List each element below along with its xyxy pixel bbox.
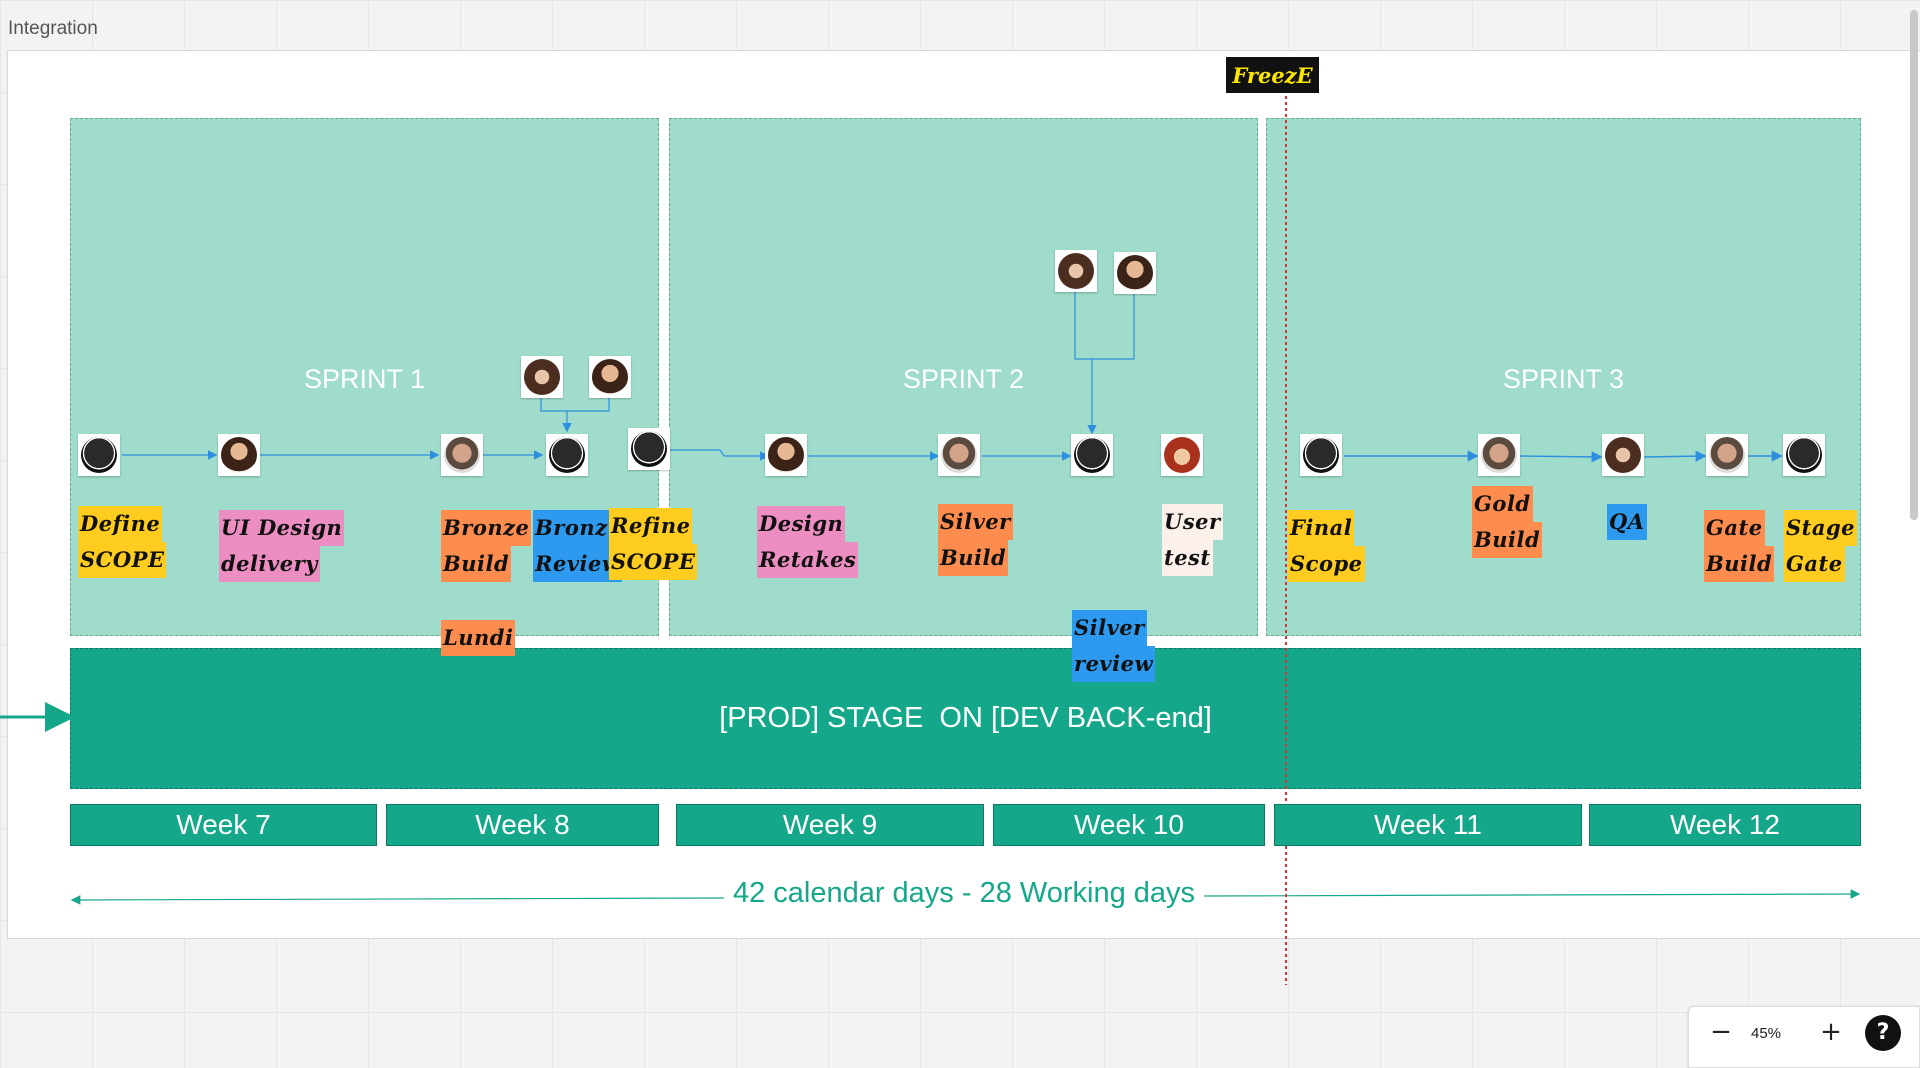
sticky-bronze-review[interactable]: Bronz Review — [533, 510, 623, 582]
sticky-text: Define — [78, 506, 163, 542]
sticky-text: Review — [533, 546, 623, 582]
sticky-lundi[interactable]: Lundi — [441, 620, 516, 656]
week-9: Week 9 — [676, 804, 984, 846]
week-8: Week 8 — [386, 804, 659, 846]
sticky-text: Lundi — [441, 620, 516, 656]
sticky-text: Gate — [1704, 510, 1765, 546]
avatar[interactable] — [1783, 434, 1825, 476]
sticky-text: Silver — [938, 504, 1013, 540]
prod-stage-band: [PROD] STAGE ON [DEV BACK-end] — [70, 648, 1861, 789]
sticky-text: UI Design — [219, 510, 345, 546]
sticky-text: Gate — [1784, 546, 1845, 582]
sticky-bronze-build[interactable]: Bronze Build — [441, 510, 532, 582]
sticky-design-retakes[interactable]: Design Retakes — [757, 506, 859, 578]
week-12: Week 12 — [1589, 804, 1861, 846]
zoom-control: − 45% + ? — [1688, 1006, 1920, 1068]
sticky-text: SCOPE — [609, 544, 698, 580]
sprint-3-label: SPRINT 3 — [1502, 364, 1625, 394]
sticky-refine-scope[interactable]: Refine SCOPE — [609, 508, 698, 580]
avatar[interactable] — [1706, 434, 1748, 476]
sticky-gate-build[interactable]: Gate Build — [1704, 510, 1775, 582]
sticky-final-scope[interactable]: Final Scope — [1288, 510, 1365, 582]
avatar[interactable] — [1161, 434, 1203, 476]
sticky-text: Build — [1704, 546, 1775, 582]
sticky-qa[interactable]: QA — [1607, 504, 1647, 540]
week-10: Week 10 — [993, 804, 1265, 846]
sticky-text: QA — [1607, 504, 1647, 540]
zoom-out-button[interactable]: − — [1710, 1017, 1732, 1047]
sticky-stage-gate[interactable]: Stage Gate — [1784, 510, 1858, 582]
sticky-text: test — [1162, 540, 1213, 576]
sticky-text: Refine — [609, 508, 693, 544]
sticky-gold-build[interactable]: Gold Build — [1472, 486, 1543, 558]
sticky-text: Bronz — [533, 510, 610, 546]
sticky-silver-build[interactable]: Silver Build — [938, 504, 1013, 576]
avatar[interactable] — [1602, 434, 1644, 476]
help-icon[interactable]: ? — [1865, 1015, 1901, 1051]
sprint-2-label: SPRINT 2 — [902, 364, 1025, 394]
sticky-text: Gold — [1472, 486, 1533, 522]
sticky-text: Retakes — [757, 542, 859, 578]
sticky-text: Bronze — [441, 510, 532, 546]
sticky-text: User — [1162, 504, 1223, 540]
sticky-text: review — [1072, 646, 1156, 682]
sticky-text: Scope — [1288, 546, 1365, 582]
sticky-text: Build — [938, 540, 1009, 576]
avatar[interactable] — [628, 428, 670, 470]
sticky-text: Design — [757, 506, 846, 542]
frame-title: Integration — [8, 18, 98, 39]
avatar[interactable] — [765, 434, 807, 476]
avatar[interactable] — [546, 434, 588, 476]
sprint-1-label: SPRINT 1 — [303, 364, 426, 394]
week-7: Week 7 — [70, 804, 377, 846]
avatar[interactable] — [938, 434, 980, 476]
sticky-ui-design-delivery[interactable]: UI Design delivery — [219, 510, 345, 582]
sticky-text: Build — [1472, 522, 1543, 558]
sticky-text: Stage — [1784, 510, 1858, 546]
week-11: Week 11 — [1274, 804, 1582, 846]
avatar[interactable] — [1300, 434, 1342, 476]
sticky-define-scope[interactable]: Define SCOPE — [78, 506, 167, 578]
avatar[interactable] — [441, 434, 483, 476]
avatar[interactable] — [589, 356, 631, 398]
avatar[interactable] — [1114, 252, 1156, 294]
sticky-text: Build — [441, 546, 512, 582]
sticky-text: Final — [1288, 510, 1355, 546]
sticky-silver-review[interactable]: Silver review — [1072, 610, 1156, 682]
sticky-text: delivery — [219, 546, 320, 582]
duration-label: 42 calendar days - 28 Working days — [724, 877, 1204, 910]
avatar[interactable] — [1071, 434, 1113, 476]
avatar[interactable] — [218, 434, 260, 476]
avatar[interactable] — [78, 434, 120, 476]
zoom-level: 45% — [1751, 1025, 1782, 1042]
avatar[interactable] — [521, 356, 563, 398]
sticky-user-test[interactable]: User test — [1162, 504, 1223, 576]
sticky-text: Silver — [1072, 610, 1147, 646]
avatar[interactable] — [1478, 434, 1520, 476]
sticky-text: SCOPE — [78, 542, 167, 578]
zoom-in-button[interactable]: + — [1820, 1017, 1842, 1047]
avatar[interactable] — [1055, 250, 1097, 292]
vertical-scrollbar[interactable] — [1910, 10, 1918, 520]
freeze-marker[interactable]: FreezE — [1226, 57, 1319, 93]
